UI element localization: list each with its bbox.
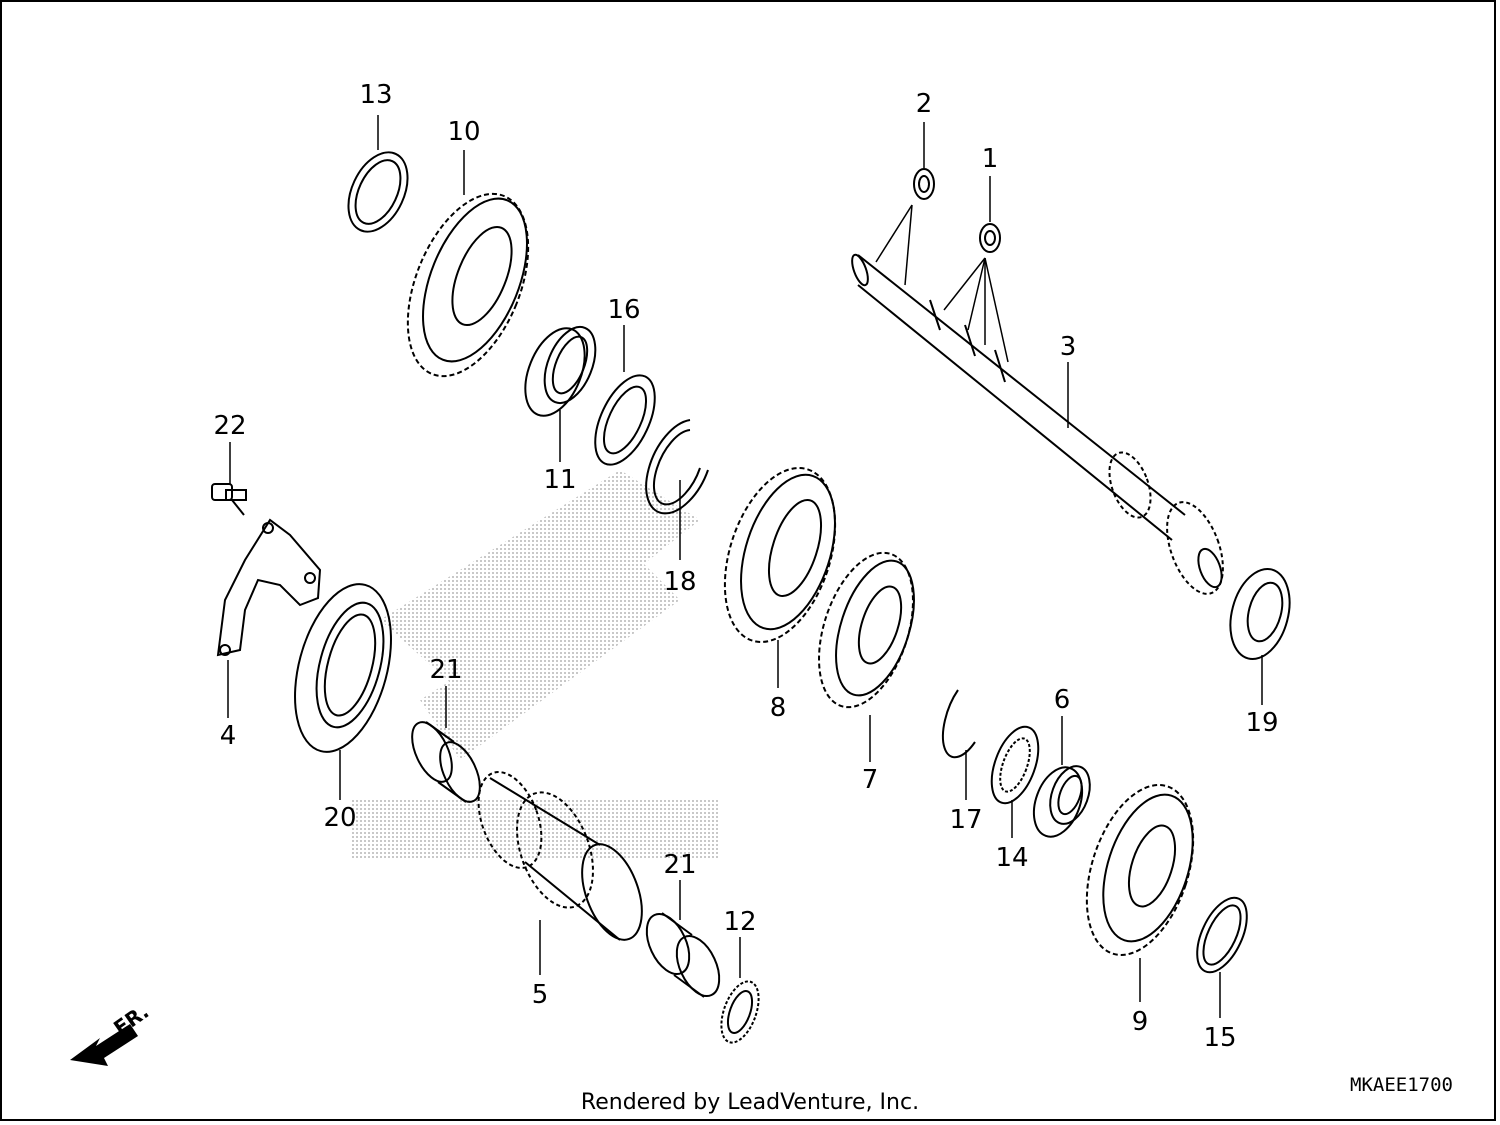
part-11-bushing[interactable] [514, 320, 606, 425]
callout-4: 4 [220, 721, 237, 751]
part-21-needle-bearing-upper[interactable] [404, 716, 488, 808]
callout-11: 11 [543, 465, 576, 495]
callout-9: 9 [1132, 1007, 1149, 1037]
callout-5: 5 [532, 980, 549, 1010]
part-14-spline-washer[interactable] [983, 721, 1048, 810]
callout-10: 10 [447, 117, 480, 147]
callout-6: 6 [1054, 685, 1071, 715]
callout-7: 7 [862, 765, 879, 795]
part-17-circlip[interactable] [942, 689, 976, 759]
watermark-logo [350, 470, 720, 860]
part-21-needle-bearing-lower[interactable] [638, 907, 728, 1002]
callout-18: 18 [663, 567, 696, 597]
callout-2: 2 [916, 89, 933, 119]
front-direction-arrow: FR. [70, 999, 153, 1066]
part-10-gear[interactable] [384, 177, 552, 394]
callout-20: 20 [323, 803, 356, 833]
part-22-bolt[interactable] [211, 483, 247, 516]
part-3-mainshaft[interactable] [849, 253, 1234, 601]
part-2-spring-pin[interactable] [913, 168, 935, 200]
part-20-radial-bearing[interactable] [278, 574, 408, 763]
part-19-radial-bearing[interactable] [1221, 562, 1299, 665]
part-9-gear[interactable] [1067, 771, 1213, 968]
callout-8: 8 [770, 693, 787, 723]
callout-14: 14 [995, 843, 1028, 873]
callout-12: 12 [723, 907, 756, 937]
part-4-bearing-set-plate[interactable] [216, 518, 322, 657]
callout-1: 1 [982, 144, 999, 174]
callout-15: 15 [1203, 1023, 1236, 1053]
callout-17: 17 [949, 805, 982, 835]
callout-19: 19 [1245, 708, 1278, 738]
part-12-washer[interactable] [714, 976, 766, 1047]
part-1-spring-pin[interactable] [979, 223, 1001, 253]
callout-22: 22 [213, 411, 246, 441]
diagram-code: MKAEE1700 [1350, 1074, 1453, 1096]
leader-lines [227, 115, 1263, 1018]
part-13-thrust-washer[interactable] [337, 143, 420, 241]
part-18-circlip[interactable] [645, 419, 709, 515]
callout-16: 16 [607, 295, 640, 325]
part-5-gear-assembly[interactable] [467, 763, 654, 947]
part-6-bushing[interactable] [1025, 761, 1097, 844]
callout-3: 3 [1060, 332, 1077, 362]
part-15-thrust-washer[interactable] [1187, 890, 1257, 979]
callout-21-upper: 21 [429, 655, 462, 685]
callout-13: 13 [359, 80, 392, 110]
part-7-gear[interactable] [801, 541, 930, 719]
footer-credit: Rendered by LeadVenture, Inc. [580, 1090, 920, 1115]
part-16-spline-washer[interactable] [583, 366, 667, 473]
part-8-gear[interactable] [705, 454, 856, 656]
callout-21-lower: 21 [663, 850, 696, 880]
callout-labels: 13 10 2 1 3 16 11 18 22 4 20 21 5 21 12 … [213, 80, 1278, 1053]
